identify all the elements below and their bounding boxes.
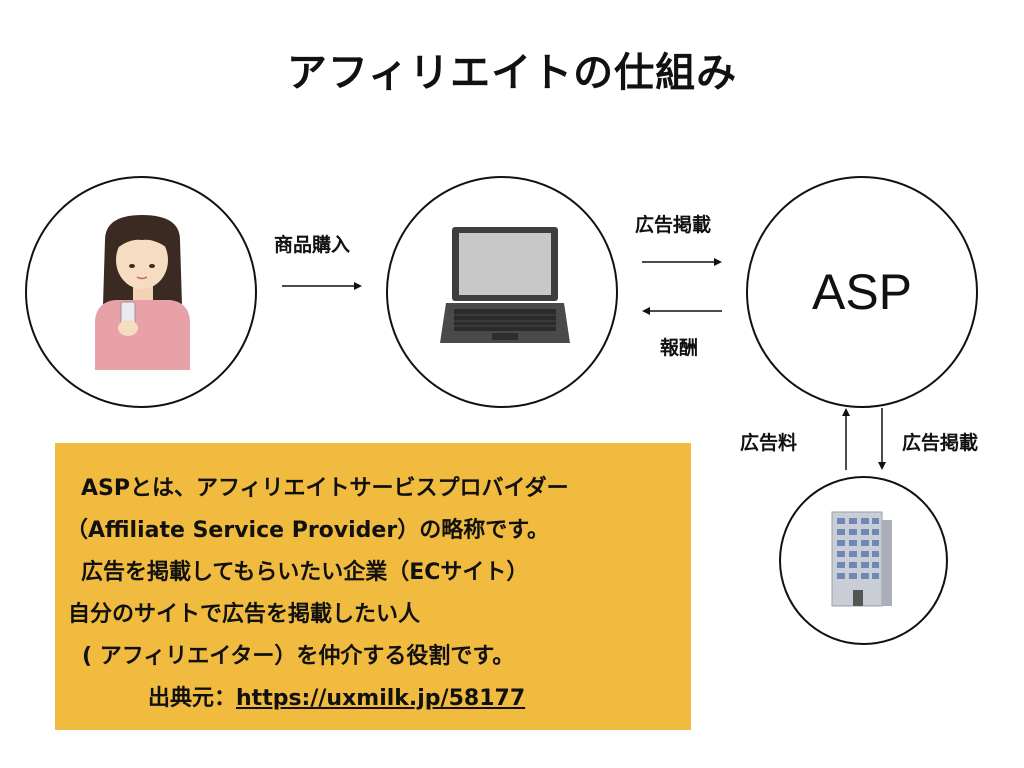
description-line-2: （Affiliate Service Provider）の略称です。: [66, 518, 549, 543]
ad-posting-right-label: 広告掲載: [902, 432, 979, 454]
ad-posting-arrow: [642, 258, 722, 266]
asp-label: ASP: [811, 264, 913, 320]
description-line-5: ( アフィリエイター）を仲介する役割です。: [82, 644, 515, 669]
source-line: 出典元：https://uxmilk.jp/58177: [148, 680, 525, 712]
ad-fee-arrow: [842, 408, 850, 470]
page-title: アフィリエイトの仕組み: [286, 50, 738, 96]
office-building-icon: [831, 511, 892, 607]
description-line-1: ASPとは、アフィリエイトサービスプロバイダー: [81, 476, 569, 501]
purchase-arrow: [282, 282, 362, 290]
description-line-4: 自分のサイトで広告を掲載したい人: [68, 602, 421, 627]
ad-posting-top-label: 広告掲載: [635, 214, 712, 236]
purchase-label: 商品購入: [274, 234, 351, 256]
source-link[interactable]: https://uxmilk.jp/58177: [236, 686, 526, 711]
ad-fee-label: 広告料: [740, 432, 798, 454]
laptop-icon: [440, 227, 570, 343]
description-line-3: 広告を掲載してもらいたい企業（ECサイト）: [81, 560, 529, 585]
reward-arrow: [642, 307, 722, 315]
ad-posting-down-arrow: [878, 408, 886, 470]
source-label: 出典元：: [148, 686, 237, 711]
asp-circle: [746, 176, 978, 408]
description-box: [55, 443, 691, 730]
woman-with-phone-icon: [95, 215, 190, 370]
reward-label: 報酬: [660, 337, 699, 359]
